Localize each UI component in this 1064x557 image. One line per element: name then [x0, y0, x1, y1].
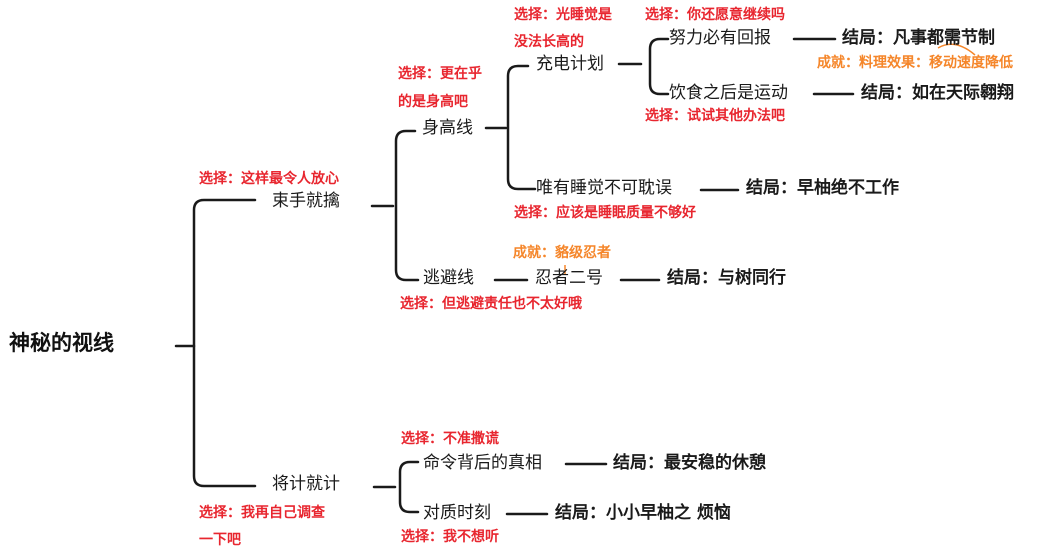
choice-guangshui-line1: 选择：光睡觉是 [514, 7, 612, 23]
choice-buxiang: 选择：我不想听 [401, 529, 499, 545]
choice-shengao-line1: 选择：更在乎 [398, 66, 482, 82]
node-jiangji: 将计就计 [272, 474, 340, 494]
pointer-liaoli [937, 43, 976, 56]
node-shengao: 身高线 [422, 118, 473, 138]
root-title: 神秘的视线 [9, 331, 114, 355]
node-renzhe: 忍者二号 [535, 268, 603, 288]
node-mingling: 命令背后的真相 [423, 453, 542, 473]
connector-shengao-split [506, 64, 537, 191]
connector-chongdian-split [648, 37, 670, 96]
ending-zaoyou: 结局：早柚绝不工作 [746, 178, 899, 198]
ending-tianji: 结局：如在天际翱翔 [861, 83, 1014, 103]
connector-shushou-split [394, 129, 420, 282]
ending-yushu: 结局：与树同行 [667, 268, 786, 288]
ending-fannao: 结局：小小早柚之 烦恼 [555, 503, 731, 523]
node-duizhi: 对质时刻 [423, 503, 491, 523]
node-yinshi: 饮食之后是运动 [669, 83, 788, 103]
connector-root-top [192, 198, 257, 488]
choice-fangxin: 选择：这样最令人放心 [199, 171, 339, 187]
choice-chehuang: 选择：不准撒谎 [401, 431, 499, 447]
choice-guangshui-line2: 没法长高的 [514, 34, 584, 50]
achievement-renzhe: 成就：貉级忍者 [513, 245, 611, 261]
choice-jixu: 选择：你还愿意继续吗 [645, 7, 785, 23]
node-nuli: 努力必有回报 [669, 28, 771, 48]
node-weiyou: 唯有睡觉不可耽误 [536, 178, 672, 198]
connector-jiangji-split [398, 460, 420, 514]
choice-shishi: 选择：试试其他办法吧 [645, 108, 785, 124]
choice-diaocha-line1: 选择：我再自己调查 [199, 505, 325, 521]
ending-fanshi: 结局：凡事都需节制 [842, 28, 995, 48]
choice-shengao-line2: 的是身高吧 [398, 94, 468, 110]
node-shushou: 束手就擒 [272, 191, 340, 211]
choice-shuimian: 选择：应该是睡眠质量不够好 [514, 205, 696, 221]
choice-diaocha-line2: 一下吧 [199, 532, 241, 548]
ending-xiuqi: 结局：最安稳的休憩 [613, 453, 766, 473]
node-taobi: 逃避线 [423, 268, 474, 288]
node-chongdian: 充电计划 [536, 54, 604, 74]
achievement-liaoli: 成就：料理效果：移动速度降低 [817, 55, 1013, 71]
choice-zeren: 选择：但逃避责任也不太好哦 [400, 296, 582, 312]
